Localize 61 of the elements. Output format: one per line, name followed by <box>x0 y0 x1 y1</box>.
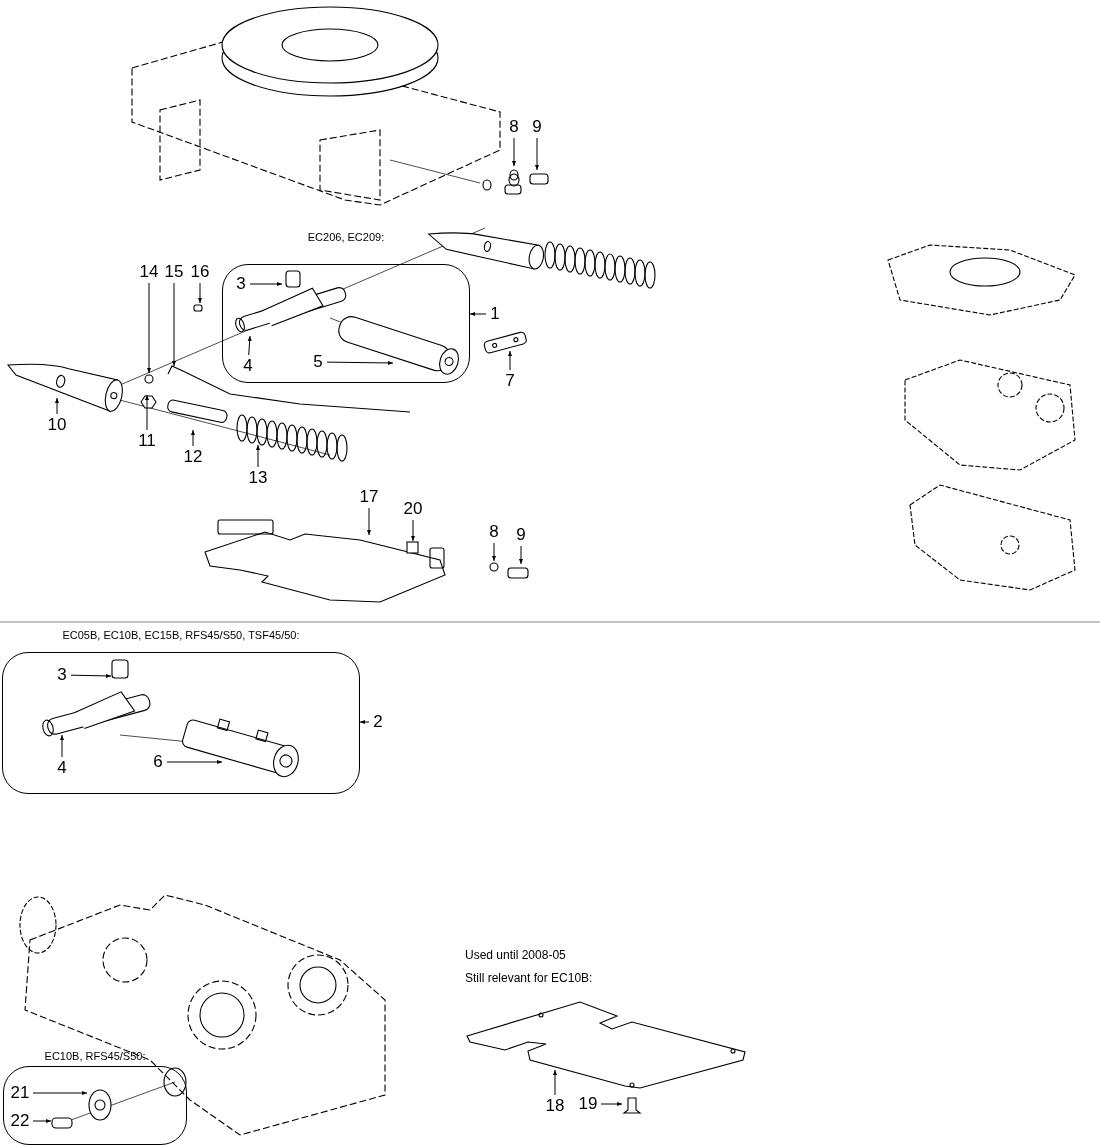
kit-heading: EC206, EC209: <box>307 231 385 243</box>
callout-number: 22 <box>9 1111 31 1131</box>
kit-heading: EC10B, RFS45/S50: <box>44 1050 146 1062</box>
callout-number: 19 <box>577 1094 599 1114</box>
callout-number: 12 <box>182 447 204 467</box>
callout-number: 7 <box>503 371 517 391</box>
leader-line <box>198 282 202 304</box>
callout-number: 11 <box>136 431 158 451</box>
spring-drawing <box>236 414 348 462</box>
callout-number: 21 <box>9 1083 31 1103</box>
kit-group <box>3 1049 187 1145</box>
callout-number: 15 <box>163 262 185 282</box>
callout-number: 13 <box>247 468 269 488</box>
leader-line <box>247 335 252 356</box>
kit-heading: EC05B, EC10B, EC15B, RFS45/S50, TSF45/50: <box>62 629 300 641</box>
leader-line <box>600 1102 623 1106</box>
leader-line <box>55 397 59 415</box>
leader-line <box>469 312 487 316</box>
callout-number: 17 <box>358 487 380 507</box>
callout-number: 10 <box>46 415 68 435</box>
kit-group <box>222 230 470 383</box>
kit-group <box>2 628 360 794</box>
leader-line <box>359 720 370 724</box>
leader-line <box>508 350 512 371</box>
callout-number: 4 <box>241 356 255 376</box>
leader-line <box>32 1091 88 1095</box>
callout-number: 3 <box>234 274 248 294</box>
leader-line <box>60 734 64 758</box>
callout-number: 20 <box>402 499 424 519</box>
callout-number: 18 <box>544 1096 566 1116</box>
leader-line <box>256 444 260 468</box>
leader-line <box>191 429 195 447</box>
callout-number: 8 <box>487 522 501 542</box>
leader-line <box>367 507 371 536</box>
callout-number: 6 <box>151 752 165 772</box>
leader-line <box>519 545 523 565</box>
leader-line <box>32 1119 52 1123</box>
leader-line <box>70 673 112 678</box>
leader-line <box>492 542 496 562</box>
callout-number: 4 <box>55 758 69 778</box>
callout-number: 3 <box>55 665 69 685</box>
leader-line <box>411 519 415 542</box>
leader-line <box>172 282 176 367</box>
callout-number: 9 <box>514 525 528 545</box>
leader-line <box>145 394 149 431</box>
callout-number: 16 <box>189 262 211 282</box>
leader-line <box>326 360 394 365</box>
leader-line <box>512 137 516 167</box>
callout-number: 9 <box>530 117 544 137</box>
callout-number: 8 <box>507 117 521 137</box>
callout-number: 5 <box>311 352 325 372</box>
callout-number: 1 <box>488 304 502 324</box>
callout-number: 14 <box>138 262 160 282</box>
leader-line <box>249 282 283 286</box>
note-text: Still relevant for EC10B: <box>465 971 593 986</box>
leader-line <box>535 137 539 171</box>
callout-number: 2 <box>371 712 385 732</box>
leader-line <box>553 1069 557 1096</box>
leader-line <box>147 282 151 374</box>
leader-line <box>166 760 223 764</box>
note-text: Used until 2008-05 <box>465 948 566 963</box>
